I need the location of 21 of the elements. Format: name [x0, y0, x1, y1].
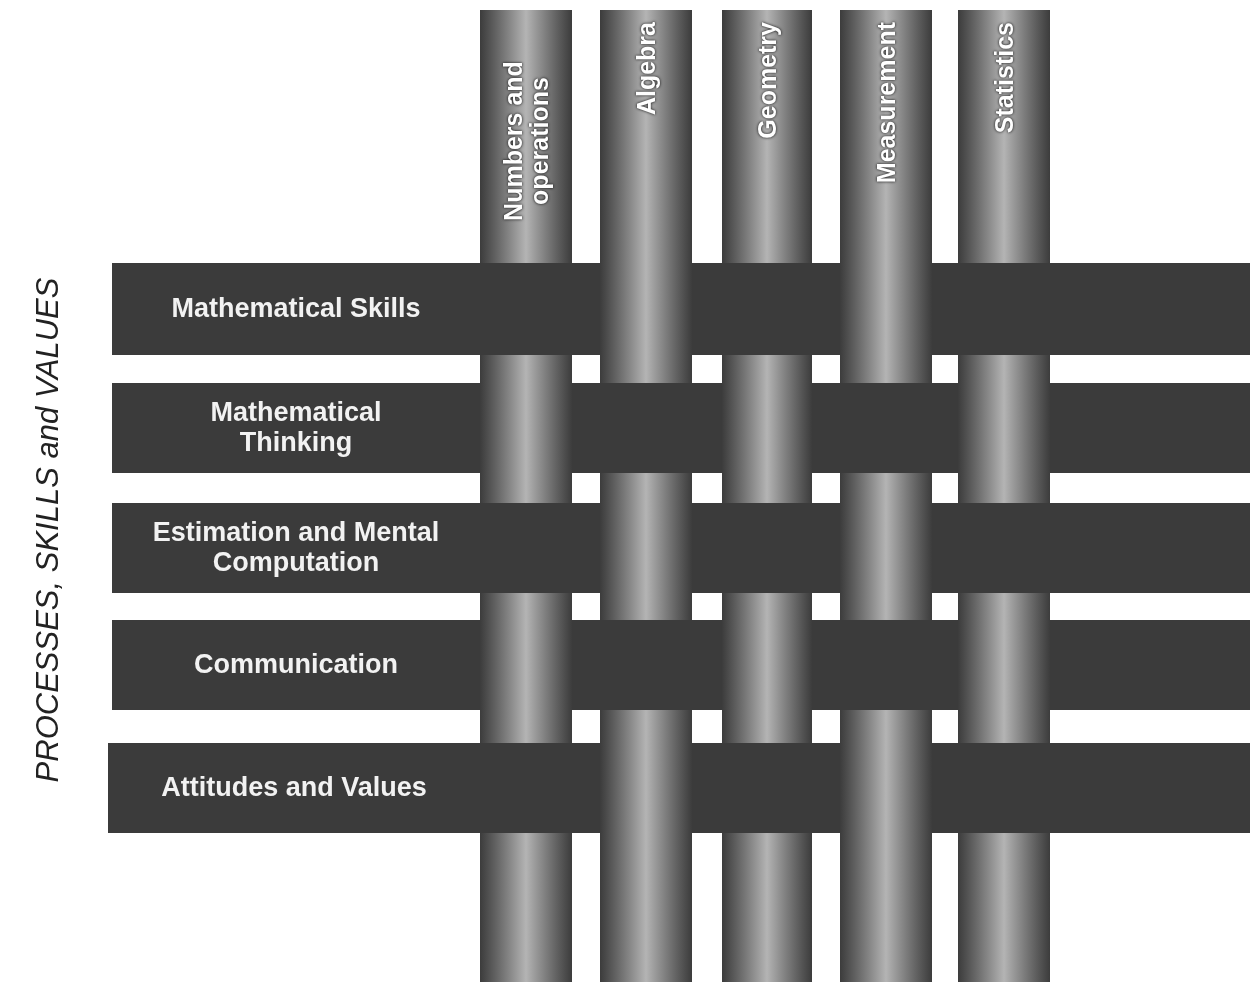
horizontal-bar	[112, 503, 1250, 593]
horizontal-bar	[108, 743, 1250, 833]
axis-label: PROCESSES, SKILLS and VALUES	[28, 277, 66, 783]
horizontal-bar	[112, 263, 1250, 355]
horizontal-bar	[112, 620, 1250, 710]
horizontal-bar	[112, 383, 1250, 473]
vertical-bar	[600, 10, 692, 982]
vertical-bar	[722, 10, 812, 982]
vertical-bar	[840, 10, 932, 982]
bar-label: Measurement	[872, 22, 900, 184]
bar-label: Mathematical Thinking	[209, 398, 383, 458]
bar-label: Algebra	[632, 22, 660, 116]
vertical-bar	[480, 10, 572, 982]
bar-label: Geometry	[753, 22, 781, 139]
bar-label: Communication	[194, 650, 398, 680]
bar-label: Attitudes and Values	[161, 773, 427, 803]
bar-label: Estimation and Mental Computation	[151, 518, 441, 578]
vertical-bar	[958, 10, 1050, 982]
bar-label: Numbers and operations	[499, 60, 553, 223]
bar-label: Statistics	[990, 22, 1018, 134]
bar-label: Mathematical Skills	[171, 294, 421, 324]
